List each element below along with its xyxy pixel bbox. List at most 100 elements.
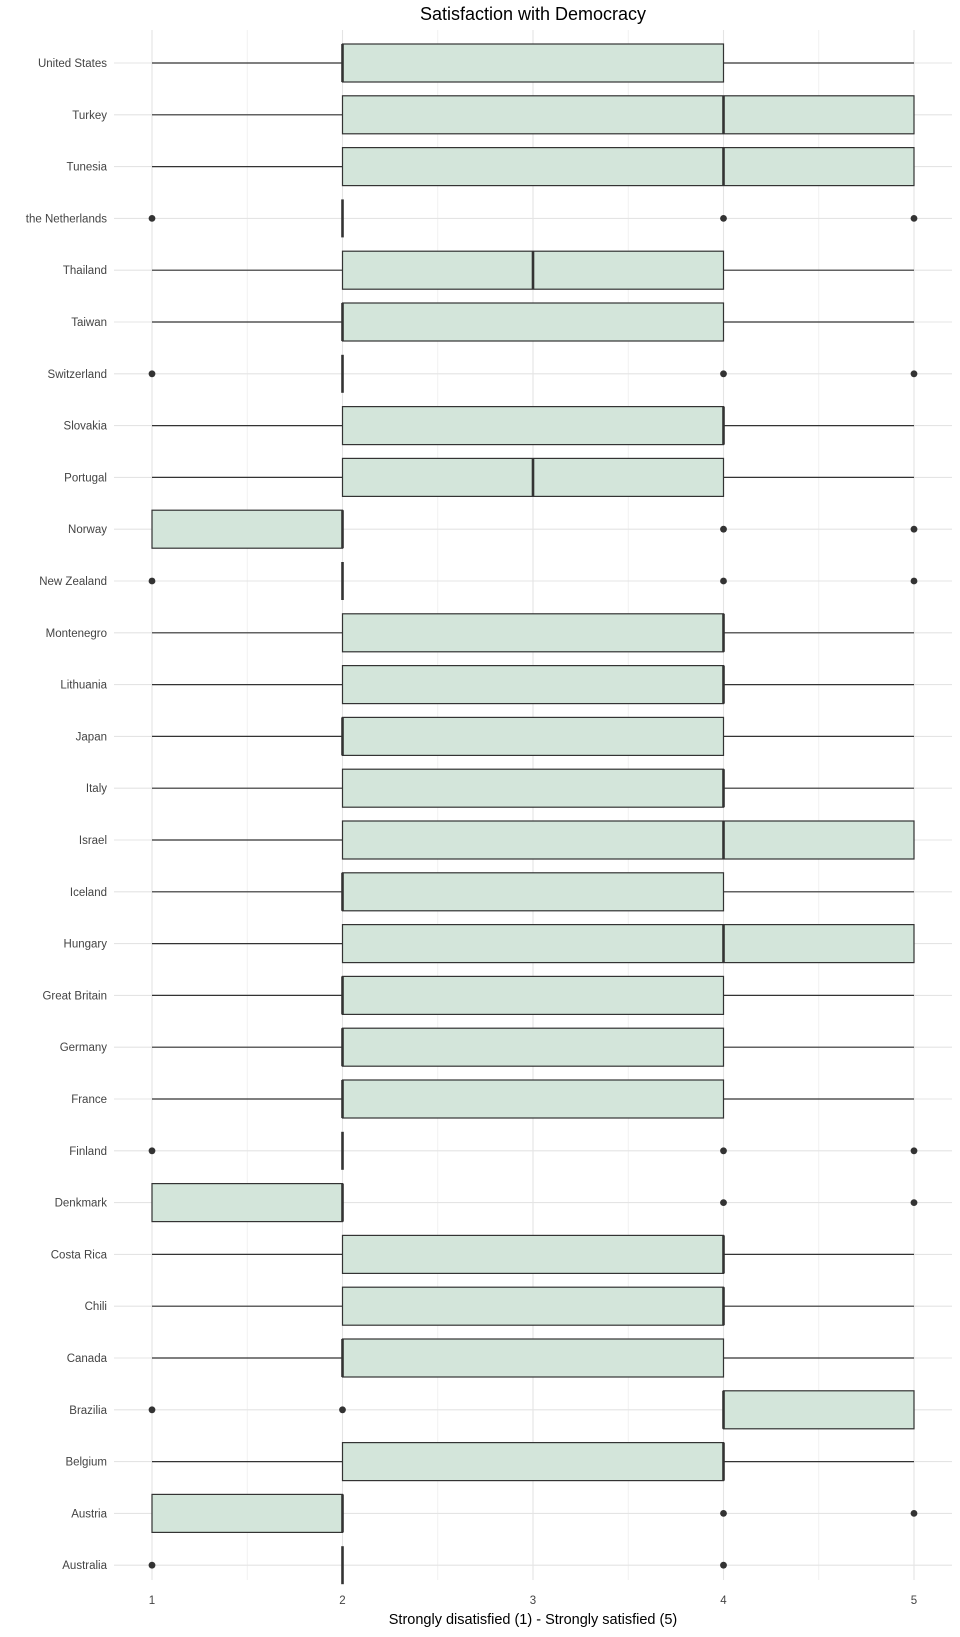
outlier-point	[720, 525, 727, 533]
category-label: Great Britain	[42, 990, 107, 1002]
category-label: Hungary	[64, 939, 108, 951]
category-label: Israel	[79, 835, 107, 847]
iqr-box	[341, 768, 725, 808]
boxplot-row	[148, 1390, 915, 1430]
outlier-point	[148, 1406, 156, 1414]
boxplot-row	[152, 768, 914, 808]
category-label: Turkey	[72, 110, 107, 122]
outlier-point	[720, 1147, 727, 1155]
iqr-box	[341, 1027, 725, 1067]
outlier-point	[910, 370, 918, 378]
outlier-point	[910, 1147, 918, 1155]
iqr-box	[341, 975, 725, 1016]
iqr-box	[341, 613, 725, 653]
boxplot-row	[152, 820, 915, 860]
iqr-box	[151, 1182, 344, 1223]
iqr-box	[341, 406, 725, 446]
category-label: Iceland	[70, 887, 107, 899]
boxplot-row	[152, 975, 914, 1016]
iqr-box	[341, 1079, 725, 1119]
outlier-point	[148, 215, 156, 222]
boxplot-row	[152, 716, 914, 757]
boxplot-row	[151, 509, 918, 549]
boxplot-row	[152, 1441, 914, 1482]
category-label: Slovakia	[64, 421, 108, 433]
iqr-box	[341, 1234, 725, 1275]
boxplot-row	[152, 613, 914, 653]
boxplot-row	[152, 406, 914, 446]
outlier-point	[148, 1561, 156, 1569]
boxplot-row	[151, 1182, 918, 1223]
category-label: New Zealand	[39, 576, 107, 588]
boxplot-row	[148, 199, 918, 238]
iqr-box	[341, 923, 915, 964]
boxplot-row	[148, 354, 918, 393]
boxplot-row	[152, 147, 915, 187]
category-label: Costa Rica	[51, 1249, 108, 1261]
outlier-point	[720, 1561, 727, 1569]
category-label: United States	[38, 58, 107, 70]
category-label: Chili	[85, 1301, 107, 1313]
boxplot-row	[152, 250, 914, 290]
category-label: Australia	[62, 1560, 107, 1572]
iqr-box	[722, 1390, 915, 1430]
outlier-point	[910, 577, 918, 585]
iqr-box	[151, 1493, 344, 1534]
iqr-box	[341, 664, 725, 705]
x-tick-label: 2	[339, 1595, 345, 1607]
outlier-point	[910, 1199, 918, 1206]
boxplot-row	[152, 1027, 914, 1067]
category-label: Japan	[76, 731, 107, 743]
category-label: Thailand	[63, 265, 107, 277]
iqr-box	[341, 1441, 725, 1482]
x-tick-label: 3	[530, 1595, 536, 1607]
category-label: Switzerland	[48, 369, 107, 381]
outlier-point	[148, 1147, 156, 1155]
iqr-box	[341, 302, 725, 342]
iqr-box	[151, 509, 344, 549]
boxplot-row	[151, 1493, 918, 1534]
outlier-point	[910, 1510, 918, 1517]
boxplot-row	[152, 43, 914, 83]
iqr-box	[341, 147, 915, 187]
outlier-point	[910, 525, 918, 533]
boxplot-row	[152, 664, 914, 705]
outlier-point	[148, 577, 156, 585]
plot-layer	[148, 43, 918, 1585]
outlier-point	[720, 215, 727, 222]
chart-title: Satisfaction with Democracy	[420, 4, 646, 24]
iqr-box	[341, 1338, 725, 1378]
boxplot-row	[152, 1234, 914, 1275]
x-tick-label: 4	[720, 1595, 727, 1607]
iqr-box	[341, 716, 725, 757]
boxplot-row	[148, 1546, 727, 1585]
iqr-box	[341, 820, 915, 860]
boxplot-row	[152, 302, 914, 342]
iqr-box	[341, 95, 915, 135]
boxplot-row	[152, 95, 915, 135]
category-label: Tunesia	[67, 162, 108, 174]
x-tick-label: 1	[149, 1595, 155, 1607]
category-label: Finland	[69, 1146, 107, 1158]
x-axis-title: Strongly disatisfied (1) - Strongly sati…	[389, 1612, 678, 1628]
category-label: Italy	[86, 783, 107, 795]
category-label: Canada	[67, 1353, 108, 1365]
boxplot-row	[148, 562, 918, 600]
category-label: Portugal	[64, 472, 107, 484]
boxplot-row	[152, 1079, 914, 1119]
category-label: the Netherlands	[26, 213, 107, 225]
category-label: Austria	[71, 1508, 107, 1520]
category-label: Brazilia	[69, 1405, 107, 1417]
outlier-point	[339, 1406, 346, 1414]
outlier-point	[720, 577, 727, 585]
category-label: Norway	[68, 524, 107, 536]
boxplot-row	[152, 923, 915, 964]
category-label: Lithuania	[60, 680, 107, 692]
category-label: Germany	[60, 1042, 108, 1054]
x-tick-label: 5	[911, 1595, 917, 1607]
boxplot-row	[152, 1286, 914, 1326]
boxplot-row	[152, 457, 914, 497]
